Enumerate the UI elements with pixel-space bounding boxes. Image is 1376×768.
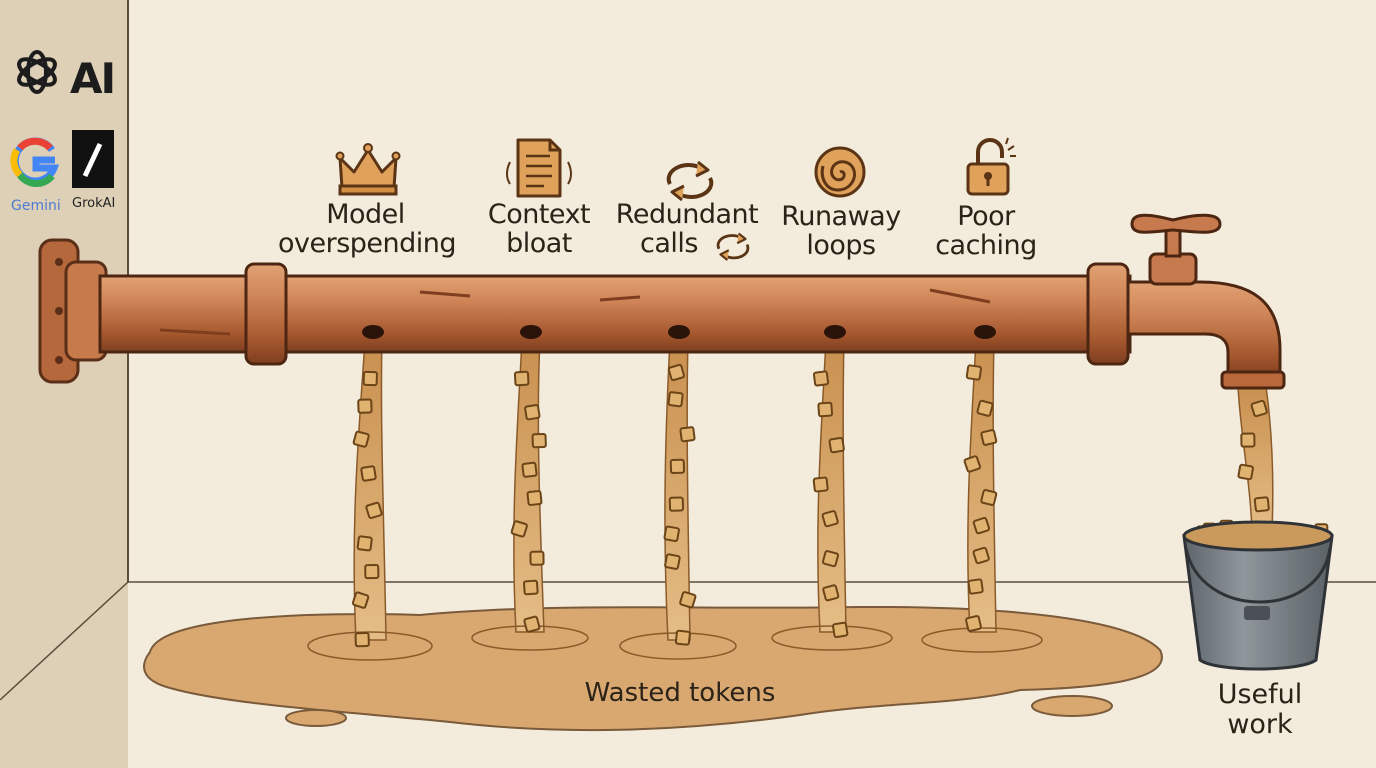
token-cube <box>510 520 528 538</box>
token-cube <box>674 629 691 646</box>
cycle-arrows-icon <box>666 160 714 202</box>
token-cube <box>351 591 370 609</box>
unlocked-padlock-icon <box>966 137 1016 196</box>
document-icon <box>506 138 572 198</box>
leak-label-line1: Runaway <box>781 201 901 232</box>
token-cube <box>1250 399 1268 418</box>
token-cube <box>967 578 984 595</box>
gemini-logo-label: Gemini <box>11 198 61 214</box>
token-cube <box>679 591 697 609</box>
leak-label-line1: Poor <box>957 201 1015 232</box>
token-cube <box>531 432 547 449</box>
google-logo-icon <box>10 137 60 187</box>
leak-label-line2: loops <box>806 230 876 261</box>
token-cube <box>357 398 373 414</box>
token-cube <box>667 363 685 382</box>
leak-label-runaway-loops: Runaway loops <box>776 202 906 260</box>
puddle <box>143 605 1163 732</box>
token-cube <box>972 516 991 535</box>
leak-label-line1: Context <box>487 199 591 230</box>
anthropic-logo-icon: AI <box>70 54 116 103</box>
token-cube <box>817 401 834 418</box>
spiral-icon <box>814 146 866 198</box>
token-cube <box>667 391 684 408</box>
token-cube <box>821 510 839 528</box>
token-cube <box>513 370 530 387</box>
wall-flange <box>38 238 108 384</box>
token-cube <box>364 564 380 580</box>
leak-label-line2: caching <box>935 230 1037 261</box>
leak-label-line2: calls <box>640 228 698 259</box>
token-cube <box>980 489 998 506</box>
faucet-handle <box>1130 213 1222 234</box>
faucet <box>1126 213 1286 390</box>
grok-logo-label: GrokAI <box>72 196 116 211</box>
leak-label-poor-caching: Poor caching <box>930 202 1042 260</box>
bucket-label-line2: work <box>1227 709 1293 740</box>
leak-label-line2: bloat <box>506 228 572 259</box>
token-cube <box>965 364 982 381</box>
leak-label-model-overspending: Model overspending <box>278 199 457 259</box>
token-cube <box>523 615 541 633</box>
bucket <box>1182 520 1334 671</box>
token-cube <box>354 631 370 648</box>
token-cube <box>821 550 840 568</box>
crown-icon <box>335 143 401 196</box>
token-cube <box>1253 496 1270 513</box>
token-cube <box>965 615 982 632</box>
token-cube <box>663 525 680 543</box>
leak-label-line2: overspending <box>278 228 457 259</box>
leak-label-line1: Model <box>326 199 405 230</box>
token-cube <box>679 426 696 443</box>
token-cube <box>812 370 830 387</box>
token-cube <box>522 579 539 596</box>
openai-logo-icon <box>17 50 57 94</box>
splash-ripples <box>307 625 1043 661</box>
token-cube <box>822 584 840 602</box>
token-cube <box>529 550 545 566</box>
token-cube <box>963 455 982 473</box>
token-cube <box>976 399 994 417</box>
leak-label-redundant-calls: Redundant calls <box>612 200 762 258</box>
token-cube <box>360 465 377 482</box>
puddle-label: Wasted tokens <box>584 678 776 708</box>
token-cube <box>828 436 845 454</box>
token-cube <box>362 370 378 387</box>
cycle-arrows-icon <box>716 232 750 261</box>
token-cube <box>352 430 370 448</box>
token-cube <box>980 429 998 446</box>
leak-streams <box>353 339 1274 641</box>
token-cube <box>972 546 990 565</box>
token-cube <box>524 404 541 421</box>
token-cube <box>1237 463 1254 481</box>
bucket-label: Useful work <box>1195 680 1325 740</box>
token-cube <box>669 458 686 475</box>
leak-label-line1: Redundant <box>615 199 759 230</box>
token-cube <box>521 461 538 478</box>
token-cube <box>1240 432 1256 448</box>
leak-label-context-bloat: Context bloat <box>478 200 600 258</box>
pipe <box>98 262 1132 366</box>
bucket-label-line1: Useful <box>1217 679 1303 710</box>
token-cube <box>526 490 543 506</box>
token-cube <box>832 621 849 639</box>
token-cube <box>365 501 383 520</box>
token-cube <box>664 553 681 570</box>
grok-logo-icon <box>72 130 114 188</box>
token-cube <box>812 476 829 493</box>
token-cube <box>356 535 373 552</box>
token-cube <box>668 496 685 512</box>
